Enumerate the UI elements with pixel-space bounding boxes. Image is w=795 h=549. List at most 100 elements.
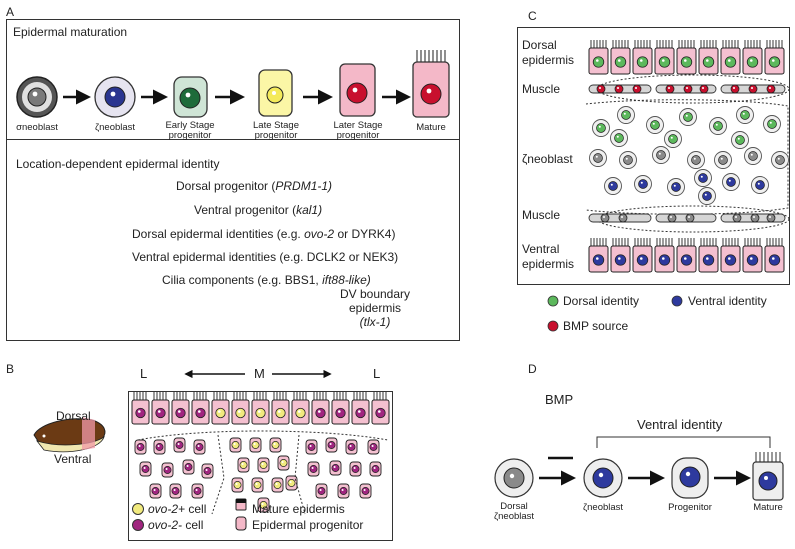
legend-ventral-identity: Ventral identity xyxy=(688,294,767,308)
legend-progenitor-label: Epidermal progenitor xyxy=(252,518,364,532)
ventral-epidermis-row xyxy=(588,238,785,273)
progenitor-cell-yellow xyxy=(237,457,250,473)
mature-epidermis-cell xyxy=(331,392,350,425)
neoblast-cell xyxy=(736,106,754,124)
muscle-cell xyxy=(720,84,786,94)
stage-label-early-2: progenitor xyxy=(168,130,212,141)
sigma-neoblast-cell xyxy=(16,76,58,118)
late-progenitor-cell xyxy=(258,69,293,117)
progenitor-cell-yellow xyxy=(251,477,264,493)
zneoblast-label: ζneoblast xyxy=(522,152,573,166)
neoblast-cell xyxy=(694,169,712,187)
neoblast-cell xyxy=(610,129,628,147)
stage-label-later-1: Later Stage xyxy=(333,120,383,131)
neoblast-cell xyxy=(722,173,740,191)
legend-ovo-pos-label: ovo-2+ cell xyxy=(148,502,207,516)
neoblast-cell xyxy=(751,176,769,194)
progenitor-cell-yellow xyxy=(229,437,242,453)
neoblast-cell xyxy=(771,151,789,169)
neoblast-cell xyxy=(744,147,762,165)
ventral-epidermis-cell xyxy=(742,238,763,273)
neoblast-cell xyxy=(714,151,732,169)
mature-epidermis-cell xyxy=(131,392,150,425)
mature-ventral-cell xyxy=(752,452,784,501)
progenitor-cell-purple xyxy=(315,483,328,499)
progenitor-cell-purple xyxy=(337,483,350,499)
ventral-epidermis-cell xyxy=(588,238,609,273)
progenitor-cell-purple xyxy=(193,439,206,455)
stage-label-early-1: Early Stage xyxy=(165,120,215,131)
neoblast-cell xyxy=(687,151,705,169)
progenitor-cell-purple xyxy=(153,439,166,455)
progenitor-cell-purple xyxy=(169,483,182,499)
progenitor-cell-purple xyxy=(369,461,382,477)
zeta-neoblast-cell xyxy=(94,76,136,118)
stage-label-late-2: progenitor xyxy=(254,130,298,141)
muscle-cell xyxy=(655,213,717,223)
progenitor-cell-purple xyxy=(134,439,147,455)
progenitor-d-label: Progenitor xyxy=(668,502,712,513)
mature-epidermis-cell xyxy=(251,392,270,425)
neoblast-cell xyxy=(698,187,716,205)
neoblast-cell xyxy=(604,177,622,195)
progenitor-cell-purple xyxy=(191,483,204,499)
ventral-epidermis-cell xyxy=(654,238,675,273)
legend-ovo-pos-dot xyxy=(132,503,144,515)
ventral-progenitor-line: Ventral progenitor (kal1) xyxy=(194,203,323,217)
progenitor-cell-purple xyxy=(329,460,342,476)
ventral-label: Ventral xyxy=(54,452,92,466)
mature-epidermis-cell xyxy=(291,392,310,425)
panel-label-c: C xyxy=(528,9,537,23)
progenitor-cell-yellow xyxy=(257,457,270,473)
dv-boundary-3: (tlx-1) xyxy=(359,315,391,329)
legend-progenitor-icon xyxy=(235,516,247,531)
ventral-epidermis-cell xyxy=(610,238,631,273)
panel-label-d: D xyxy=(528,362,537,376)
mature-epidermis-cell xyxy=(351,392,370,425)
muscle-cell xyxy=(720,213,786,223)
progenitor-cell xyxy=(671,457,709,499)
dorsal-epidermis-cell xyxy=(654,40,675,75)
dorsal-zneoblast-label-2: ζneoblast xyxy=(493,511,535,522)
progenitor-cell-purple xyxy=(359,483,372,499)
dorsal-epidermis-cell xyxy=(720,40,741,75)
lateral-left-label: L xyxy=(140,366,148,381)
stage-label-later-2: progenitor xyxy=(336,130,380,141)
identity-title: Location-dependent epidermal identity xyxy=(16,157,220,171)
zneoblast-d-label: ζneoblast xyxy=(582,502,624,513)
neoblast-cell xyxy=(617,106,635,124)
epidermis-box xyxy=(128,391,393,541)
dorsal-epidermis-cell xyxy=(610,40,631,75)
early-progenitor-cell xyxy=(173,76,208,118)
legend-bmp-dot xyxy=(547,320,559,332)
legend-mature-label: Mature epidermis xyxy=(252,502,345,516)
progenitor-cell-yellow xyxy=(271,477,284,493)
dorsal-epidermis-cell xyxy=(588,40,609,75)
progenitor-cell-yellow xyxy=(277,455,290,471)
dv-boundary-2: epidermis xyxy=(348,301,402,315)
neoblast-cell xyxy=(679,108,697,126)
ventral-epidermis-cell xyxy=(676,238,697,273)
body-section-box xyxy=(517,27,790,285)
neoblast-cell xyxy=(619,151,637,169)
progenitor-cell-purple xyxy=(305,439,318,455)
planarian-worm xyxy=(33,417,106,453)
neoblast-cell xyxy=(646,116,664,134)
medial-label: M xyxy=(254,366,265,381)
progenitor-cell-purple xyxy=(139,461,152,477)
dorsal-epidermis-cell xyxy=(676,40,697,75)
neoblast-cell xyxy=(664,130,682,148)
mature-d-label: Mature xyxy=(753,502,783,513)
progenitor-cell-purple xyxy=(161,462,174,478)
progenitor-cell-purple xyxy=(173,437,186,453)
dorsal-progenitor-line: Dorsal progenitor (PRDM1-1) xyxy=(176,179,333,193)
progenitor-cell-purple xyxy=(182,459,195,475)
neoblast-cell xyxy=(763,115,781,133)
neoblast-cell xyxy=(634,175,652,193)
progenitor-cell-yellow xyxy=(285,475,298,491)
dorsal-epidermis-cell xyxy=(764,40,785,75)
muscle-cell xyxy=(588,84,652,94)
